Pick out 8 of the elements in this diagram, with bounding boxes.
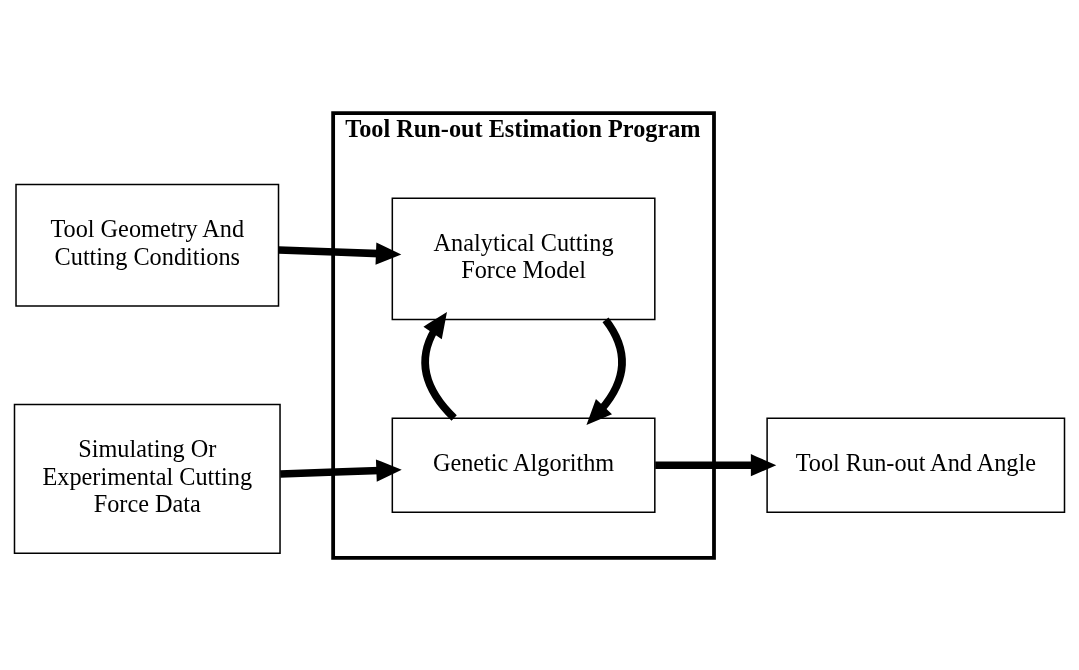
node-box: Tool Geometry And Cutting Conditions xyxy=(15,183,280,307)
arrow xyxy=(421,311,457,421)
arrow xyxy=(586,317,626,425)
node-box: Simulating Or Experimental Cutting Force Data xyxy=(13,403,281,554)
node-box: Genetic Algorithm xyxy=(391,416,656,513)
arrow xyxy=(278,241,402,265)
node-box: Tool Run-out And Angle xyxy=(766,416,1066,513)
node-box: Analytical Cutting Force Model xyxy=(391,196,656,320)
